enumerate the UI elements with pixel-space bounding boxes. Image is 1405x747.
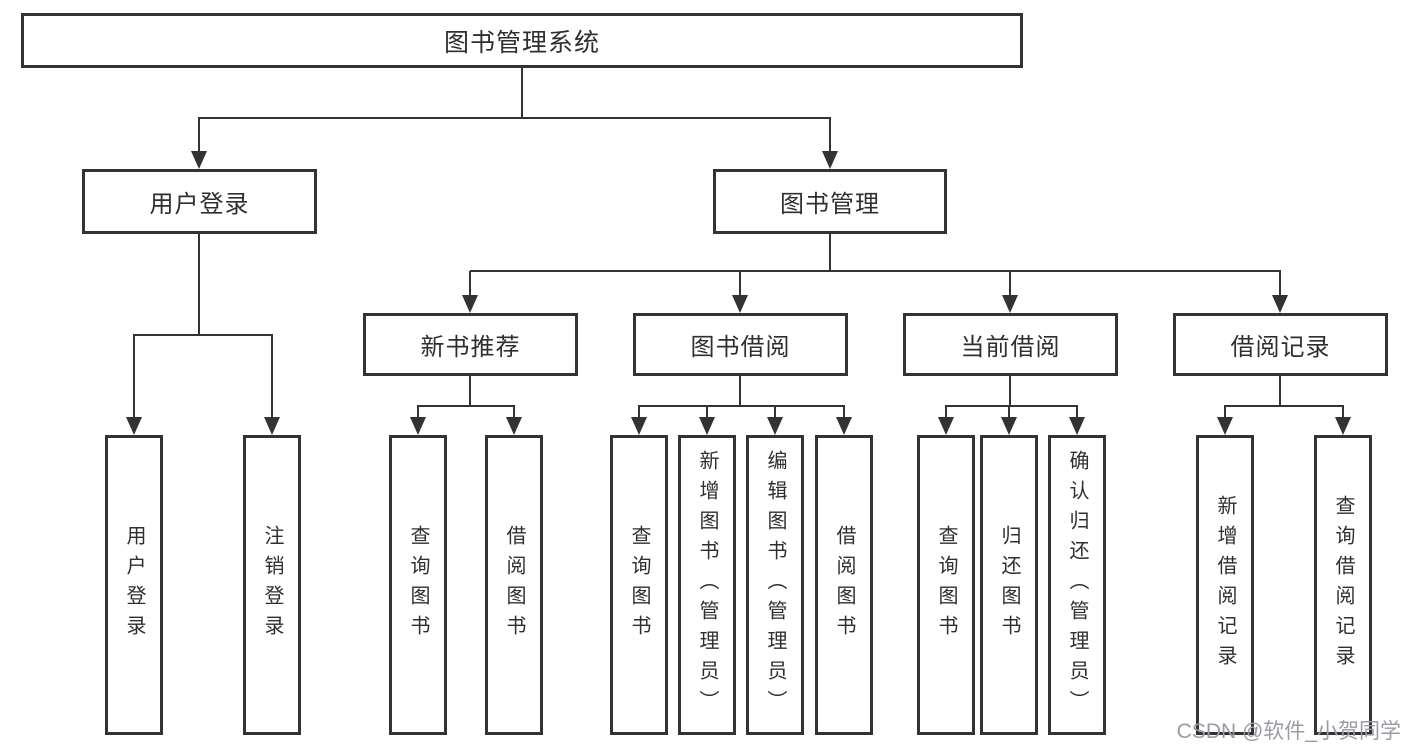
connector-level3-bar — [470, 270, 1281, 272]
node-label: 图书借阅 — [690, 334, 791, 361]
arrowhead-down — [506, 417, 522, 435]
leaf-query-books-borrowing: 查询图书 — [610, 435, 668, 735]
leaf-label: 确认归还（管理员） — [1066, 450, 1088, 720]
leaf-logout: 注销登录 — [243, 435, 301, 735]
node-user-login: 用户登录 — [82, 169, 317, 234]
connector-root-trunk — [521, 68, 523, 118]
arrowhead-down — [938, 417, 954, 435]
arrowhead-down — [1272, 295, 1288, 313]
connector-stub — [1076, 406, 1078, 419]
leaf-label: 借阅图书 — [503, 525, 525, 645]
connector-stub — [133, 335, 135, 419]
leaf-query-books-current: 查询图书 — [917, 435, 975, 735]
connector-user-login-trunk — [198, 234, 200, 335]
node-current-borrowing: 当前借阅 — [903, 313, 1118, 376]
leaf-label: 借阅图书 — [833, 525, 855, 645]
connector-stub — [271, 335, 273, 419]
arrowhead-down — [631, 417, 647, 435]
leaf-label: 用户登录 — [123, 525, 145, 645]
connector-user-login-bar — [133, 334, 273, 336]
leaf-borrow-books: 借阅图书 — [815, 435, 873, 735]
arrowhead-down — [1335, 417, 1351, 435]
node-label: 借阅记录 — [1230, 334, 1331, 361]
connector-stub — [198, 118, 200, 152]
connector-stub — [1009, 271, 1011, 297]
csdn-watermark: CSDN @软件_小贺同学 — [1176, 720, 1401, 743]
arrowhead-down — [836, 417, 852, 435]
connector-trunk — [469, 376, 471, 406]
leaf-label: 编辑图书（管理员） — [764, 450, 786, 720]
connector-book-mgmt-trunk — [829, 234, 831, 271]
arrowhead-down — [126, 417, 142, 435]
leaf-label: 新增借阅记录 — [1214, 495, 1236, 675]
arrowhead-down — [264, 417, 280, 435]
leaf-borrow-books-recommend: 借阅图书 — [485, 435, 543, 735]
node-borrowing-records: 借阅记录 — [1173, 313, 1388, 376]
leaf-query-borrow-record: 查询借阅记录 — [1314, 435, 1372, 735]
node-label: 新书推荐 — [420, 334, 521, 361]
arrowhead-down — [699, 417, 715, 435]
arrowhead-down — [1217, 417, 1233, 435]
arrowhead-down — [462, 295, 478, 313]
arrowhead-down — [1069, 417, 1085, 435]
connector-stub — [1224, 406, 1226, 419]
arrowhead-down — [767, 417, 783, 435]
connector-stub — [1008, 406, 1010, 419]
arrowhead-down — [410, 417, 426, 435]
connector-leaf-bar — [1224, 405, 1344, 407]
connector-stub — [829, 118, 831, 152]
connector-stub — [739, 271, 741, 297]
arrowhead-down — [732, 295, 748, 313]
leaf-label: 查询图书 — [935, 525, 957, 645]
connector-leaf-bar — [417, 405, 515, 407]
leaf-add-books-admin: 新增图书（管理员） — [678, 435, 736, 735]
connector-trunk — [739, 376, 741, 406]
connector-stub — [1342, 406, 1344, 419]
node-library-management-system: 图书管理系统 — [21, 13, 1023, 68]
arrowhead-down — [1002, 295, 1018, 313]
node-new-book-recommend: 新书推荐 — [363, 313, 578, 376]
leaf-query-books-recommend: 查询图书 — [389, 435, 447, 735]
node-book-management: 图书管理 — [713, 169, 947, 234]
leaf-add-borrow-record: 新增借阅记录 — [1196, 435, 1254, 735]
connector-stub — [638, 406, 640, 419]
connector-level2-bar — [198, 117, 831, 119]
arrowhead-down — [1001, 417, 1017, 435]
leaf-confirm-return-admin: 确认归还（管理员） — [1048, 435, 1106, 735]
arrowhead-down — [191, 151, 207, 169]
leaf-label: 归还图书 — [998, 525, 1020, 645]
connector-stub — [774, 406, 776, 419]
leaf-label: 查询图书 — [407, 525, 429, 645]
connector-stub — [513, 406, 515, 419]
leaf-label: 新增图书（管理员） — [696, 450, 718, 720]
connector-stub — [945, 406, 947, 419]
connector-stub — [706, 406, 708, 419]
node-label: 用户登录 — [149, 191, 250, 218]
connector-trunk — [1279, 376, 1281, 406]
leaf-label: 查询图书 — [628, 525, 650, 645]
connector-trunk — [1009, 376, 1011, 406]
connector-leaf-bar — [945, 405, 1078, 407]
leaf-label: 查询借阅记录 — [1332, 495, 1354, 675]
arrowhead-down — [822, 151, 838, 169]
connector-stub — [843, 406, 845, 419]
connector-stub — [417, 406, 419, 419]
connector-leaf-bar — [638, 405, 845, 407]
leaf-return-books: 归还图书 — [980, 435, 1038, 735]
connector-stub — [1279, 271, 1281, 297]
node-label: 图书管理 — [780, 191, 880, 218]
leaf-edit-books-admin: 编辑图书（管理员） — [746, 435, 804, 735]
node-book-borrowing: 图书借阅 — [633, 313, 848, 376]
leaf-label: 注销登录 — [261, 525, 283, 645]
connector-stub — [469, 271, 471, 297]
node-label: 图书管理系统 — [443, 28, 600, 57]
node-label: 当前借阅 — [960, 334, 1061, 361]
leaf-user-login: 用户登录 — [105, 435, 163, 735]
